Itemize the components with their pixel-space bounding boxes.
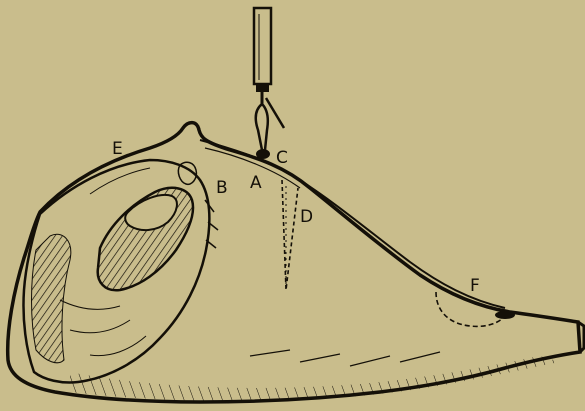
label-e: E (112, 139, 123, 159)
ham-body (8, 123, 584, 402)
label-f: F (470, 276, 480, 296)
label-d: D (300, 207, 313, 227)
label-a: A (250, 173, 262, 193)
label-c: C (276, 148, 288, 168)
label-b: B (216, 178, 228, 198)
carving-fork-icon (254, 8, 284, 159)
